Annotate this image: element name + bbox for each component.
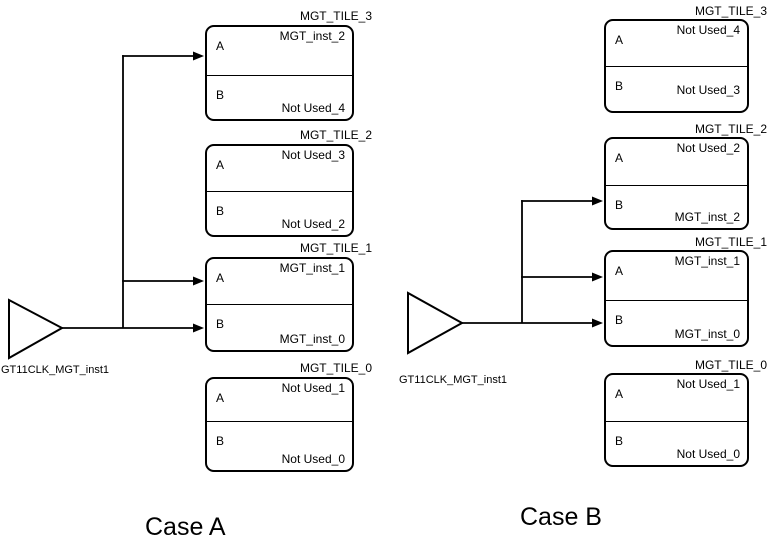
case-caption: Case B [520,503,602,531]
port-instance-label: Not Used_2 [676,141,740,155]
port-instance-label: Not Used_1 [676,377,740,391]
arrowhead-icon [592,272,603,282]
tile-title: MGT_TILE_1 [694,235,767,249]
port-letter: B [216,88,225,102]
port-letter: B [216,204,225,218]
tile-section-a: A Not Used_1 [606,375,747,422]
port-letter: B [615,434,624,448]
tile-title: MGT_TILE_1 [299,241,372,255]
port-letter: B [615,198,624,212]
tile-section-b: B Not Used_2 [207,192,352,235]
clock-buffer-icon [407,291,465,355]
mgt-tile: A Not Used_4 B Not Used_3 [604,19,749,113]
port-instance-label: Not Used_3 [281,148,345,162]
tile-title: MGT_TILE_3 [694,4,767,18]
port-letter: A [216,391,225,405]
tile-section-a: A MGT_inst_1 [207,259,352,305]
port-instance-label: Not Used_0 [676,447,740,461]
arrowhead-icon [193,276,204,286]
port-instance-label: Not Used_4 [676,23,740,37]
port-instance-label: MGT_inst_1 [674,254,740,268]
port-instance-label: MGT_inst_0 [279,332,345,346]
port-letter: A [216,39,225,53]
port-instance-label: Not Used_0 [281,452,345,466]
tile-section-a: A Not Used_3 [207,146,352,192]
tile-section-b: B Not Used_0 [606,422,747,465]
arrowhead-icon [592,196,603,206]
tile-section-a: A Not Used_4 [606,21,747,67]
tile-title: MGT_TILE_3 [299,9,372,23]
mgt-tile: A MGT_inst_2 B Not Used_4 [205,25,354,121]
tile-section-b: B Not Used_3 [606,67,747,111]
port-letter: B [216,434,225,448]
mgt-tile: A MGT_inst_1 B MGT_inst_0 [604,250,749,347]
clock-buffer-label: GT11CLK_MGT_inst1 [1,364,110,376]
mgt-tile: A Not Used_2 B MGT_inst_2 [604,137,749,230]
port-letter: A [216,271,225,285]
tile-title: MGT_TILE_2 [694,122,767,136]
tile-title: MGT_TILE_0 [694,358,767,372]
tile-section-a: A MGT_inst_2 [207,27,352,76]
case-caption: Case A [145,513,226,540]
port-letter: A [615,33,624,47]
port-letter: B [216,317,225,331]
arrowhead-icon [193,323,204,333]
port-instance-label: MGT_inst_1 [279,261,345,275]
arrowhead-icon [592,318,603,328]
port-instance-label: Not Used_2 [281,217,345,231]
port-instance-label: MGT_inst_0 [674,327,740,341]
tile-section-b: B MGT_inst_2 [606,186,747,228]
tile-section-b: B MGT_inst_0 [606,301,747,345]
port-letter: A [615,387,624,401]
tile-section-a: A Not Used_1 [207,379,352,422]
port-letter: A [615,151,624,165]
clock-buffer-icon [8,298,65,360]
tile-title: MGT_TILE_2 [299,128,372,142]
port-letter: B [615,79,624,93]
tile-section-a: A MGT_inst_1 [606,252,747,301]
tile-section-b: B Not Used_4 [207,76,352,119]
tile-section-b: B Not Used_0 [207,422,352,470]
port-letter: B [615,313,624,327]
port-instance-label: Not Used_1 [281,381,345,395]
tile-section-a: A Not Used_2 [606,139,747,186]
port-instance-label: MGT_inst_2 [279,29,345,43]
port-instance-label: Not Used_4 [281,101,345,115]
tile-section-b: B MGT_inst_0 [207,305,352,350]
port-instance-label: MGT_inst_2 [674,210,740,224]
port-letter: A [615,264,624,278]
tile-title: MGT_TILE_0 [299,361,372,375]
mgt-tile: A Not Used_3 B Not Used_2 [205,144,354,237]
mgt-tile: A Not Used_1 B Not Used_0 [205,377,354,472]
arrowhead-icon [193,51,204,61]
clock-buffer-label: GT11CLK_MGT_inst1 [399,374,508,386]
mgt-tile: A Not Used_1 B Not Used_0 [604,373,749,467]
port-letter: A [216,158,225,172]
mgt-tile: A MGT_inst_1 B MGT_inst_0 [205,257,354,352]
port-instance-label: Not Used_3 [676,83,740,97]
